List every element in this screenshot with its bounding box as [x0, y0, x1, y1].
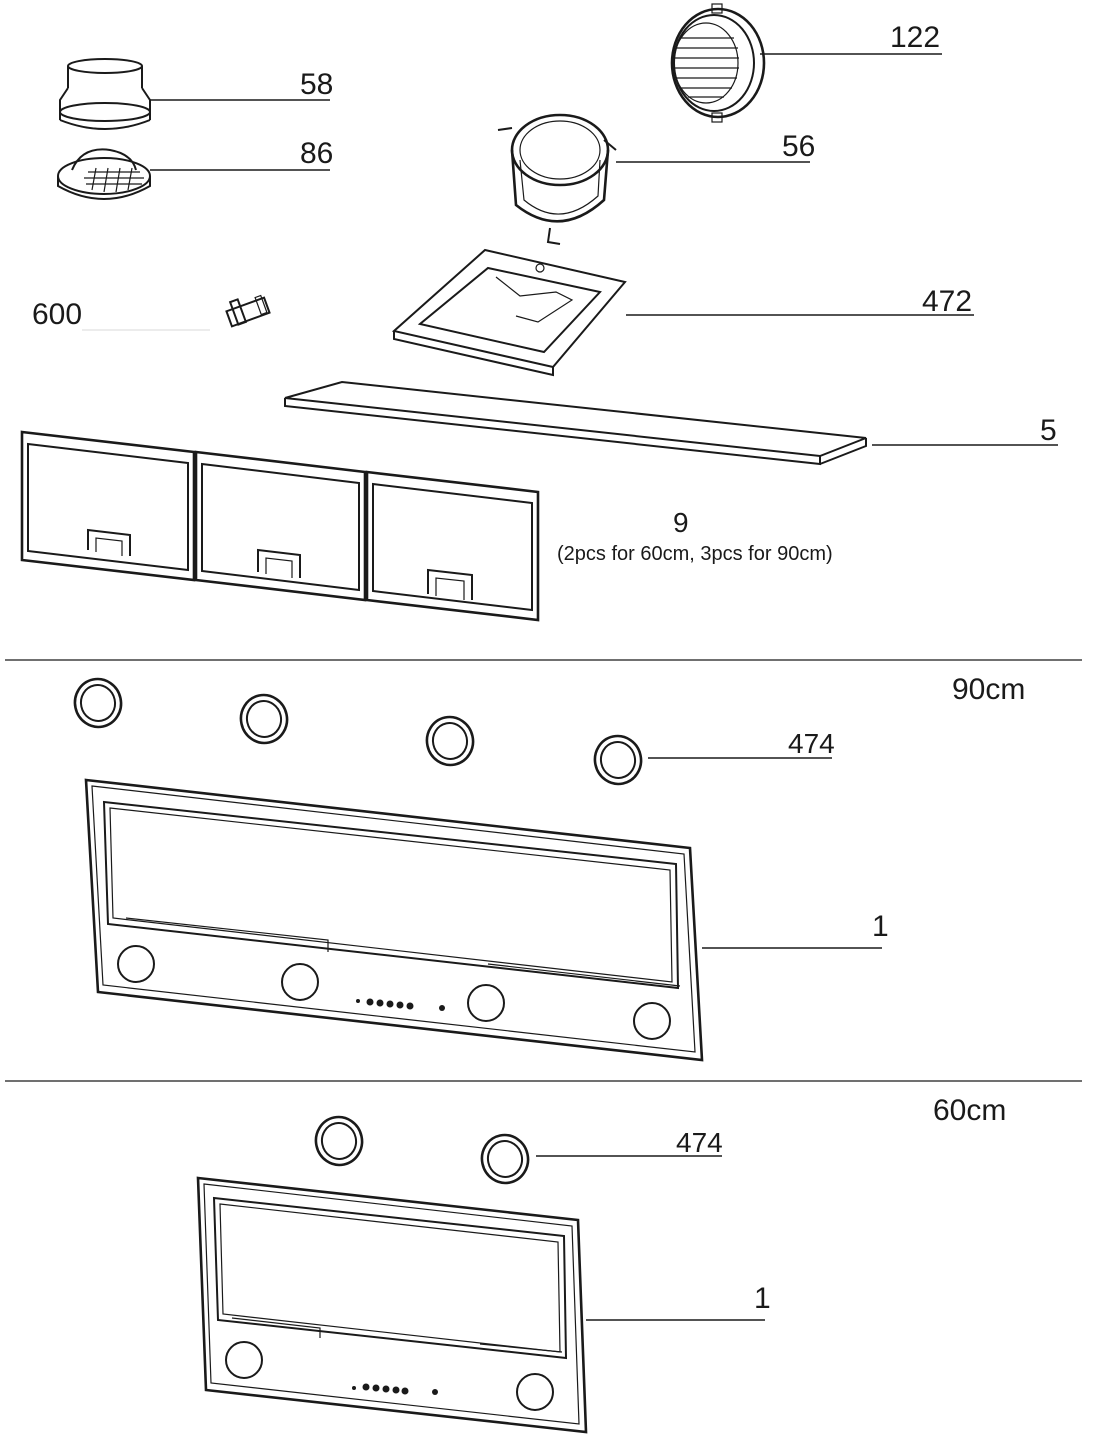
- label-600: 600: [32, 298, 82, 331]
- top-strip-5: [284, 380, 867, 466]
- label-56: 56: [782, 130, 815, 163]
- connector-600: [225, 294, 271, 328]
- label-1-90: 1: [872, 910, 889, 943]
- label-86: 86: [300, 137, 333, 170]
- backdraft-flap-86: [57, 148, 151, 200]
- duct-collar-56: [497, 113, 617, 245]
- label-5: 5: [1040, 414, 1057, 447]
- section-90-size: 90cm: [952, 673, 1025, 706]
- front-panel-1-90: [84, 778, 704, 1062]
- mounting-plate-472: [391, 248, 627, 377]
- label-1-60: 1: [754, 1282, 771, 1315]
- label-474-90: 474: [788, 728, 835, 759]
- label-122: 122: [890, 21, 940, 54]
- label-474-60: 474: [676, 1127, 723, 1158]
- grease-filters-9: [20, 430, 540, 622]
- front-panel-1-60: [196, 1176, 588, 1434]
- duct-reducer-58: [59, 58, 151, 130]
- led-lights-474-90: [73, 677, 643, 786]
- led-lights-474-60: [314, 1115, 530, 1185]
- label-9-note: (2pcs for 60cm, 3pcs for 90cm): [557, 543, 833, 565]
- section-60-size: 60cm: [933, 1094, 1006, 1127]
- label-9: 9: [673, 507, 689, 538]
- vent-grille-122: [670, 3, 766, 123]
- label-58: 58: [300, 68, 333, 101]
- label-472: 472: [922, 285, 972, 318]
